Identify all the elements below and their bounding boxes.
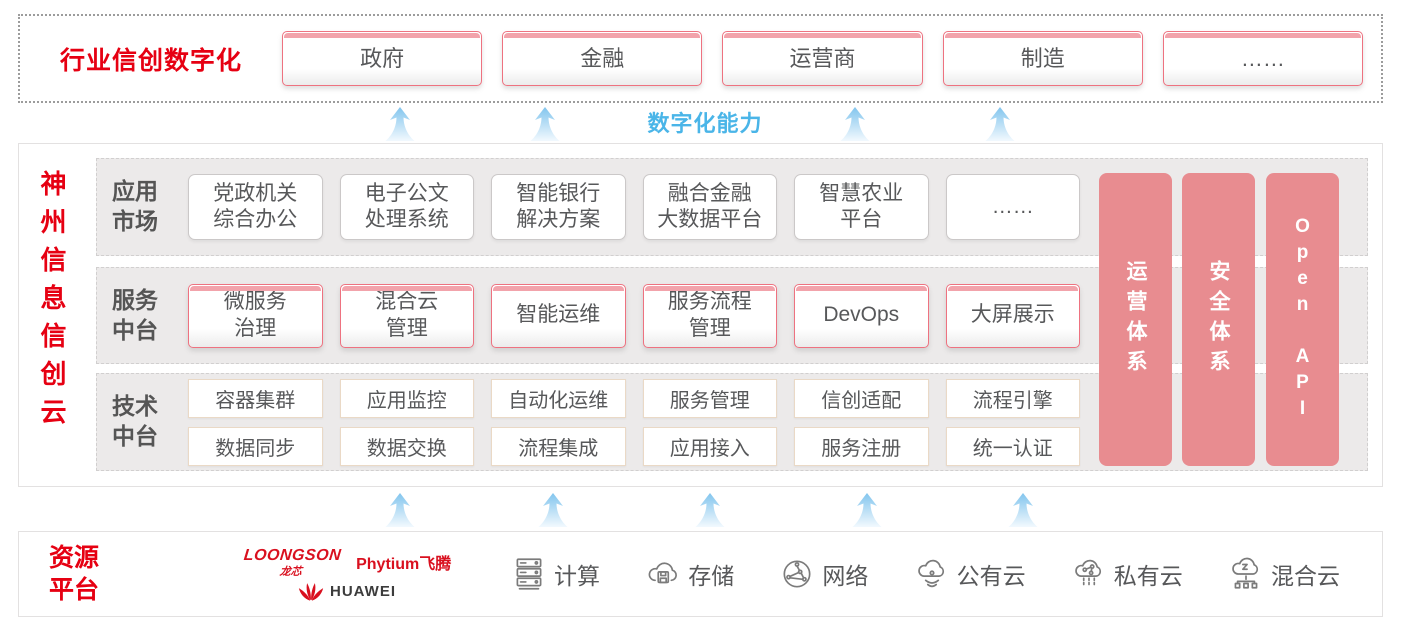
up-arrow-icon xyxy=(852,493,882,527)
resource-label: 存储 xyxy=(688,563,735,589)
loongson-logo-text: LOONGSON xyxy=(242,546,342,564)
resource-title: 资源 平台 xyxy=(49,543,100,605)
resource-items: 计算 存储 网络 xyxy=(510,555,1340,593)
tech-box: 应用接入 xyxy=(642,426,777,466)
resource-label: 混合云 xyxy=(1270,563,1340,589)
service-box: DevOps xyxy=(794,283,929,348)
pillar-open-api: Open API xyxy=(1266,173,1339,466)
tech-row-top: 容器集群 应用监控 自动化运维 服务管理 信创适配 流程引擎 xyxy=(188,378,1080,418)
up-arrow-icon xyxy=(1008,493,1038,527)
industry-list: 政府 金融 运营商 制造 …… xyxy=(282,31,1364,86)
resource-panel: 资源 平台 LOONGSON 龙芯 Phytium飞腾 xyxy=(18,531,1383,617)
service-middle-label: 服务 中台 xyxy=(112,286,158,343)
resource-item-hybrid-cloud: 混合云 xyxy=(1227,555,1340,593)
network-icon xyxy=(783,560,811,588)
up-arrow-icon xyxy=(985,107,1015,141)
resource-item-storage: 存储 xyxy=(644,555,734,593)
up-arrow-icon xyxy=(530,107,560,141)
app-market-items: 党政机关 综合办公 电子公文 处理系统 智能银行 解决方案 融合金融 大数据平台… xyxy=(188,174,1080,240)
app-box: 智能银行 解决方案 xyxy=(491,174,626,240)
app-box: 智慧农业 平台 xyxy=(794,174,929,240)
industry-section-title: 行业信创数字化 xyxy=(59,46,242,75)
up-arrow-icon xyxy=(840,107,870,141)
service-box: 微服务 治理 xyxy=(188,283,323,348)
up-arrow-icon xyxy=(538,493,568,527)
tech-middle-items: 容器集群 应用监控 自动化运维 服务管理 信创适配 流程引擎 数据同步 数据交换… xyxy=(188,378,1080,466)
service-box: 混合云 管理 xyxy=(339,283,474,348)
resource-item-compute: 计算 xyxy=(510,555,600,593)
industry-box-operator: 运营商 xyxy=(722,31,923,86)
tech-middle-label: 技术 中台 xyxy=(112,393,158,449)
tech-box: 自动化运维 xyxy=(491,378,626,418)
private-cloud-icon xyxy=(1075,559,1101,586)
capability-label: 数字化能力 xyxy=(647,111,763,136)
tech-box: 服务管理 xyxy=(642,378,777,418)
storage-icon xyxy=(648,562,678,584)
up-arrow-icon xyxy=(385,107,415,141)
resource-item-private-cloud: 私有云 xyxy=(1070,555,1183,593)
app-box: 电子公文 处理系统 xyxy=(339,174,474,240)
platform-title: 神州信息信创云 xyxy=(37,170,67,436)
tech-box: 服务注册 xyxy=(794,426,929,466)
pillar-security-system: 安全体系 xyxy=(1182,173,1255,466)
up-arrow-icon xyxy=(695,493,725,527)
industry-box-government: 政府 xyxy=(282,31,483,86)
vendor-row: LOONGSON 龙芯 Phytium飞腾 xyxy=(241,547,452,579)
industry-box-manufacturing: 制造 xyxy=(942,31,1143,86)
tech-box: 数据交换 xyxy=(339,426,474,466)
service-box: 智能运维 xyxy=(491,283,626,348)
industry-box-more: …… xyxy=(1162,31,1364,86)
service-middle-row: 服务 中台 微服务 治理 混合云 管理 智能运维 服务流程 管理 DevOps … xyxy=(96,267,1368,364)
tech-row-bottom: 数据同步 数据交换 流程集成 应用接入 服务注册 统一认证 xyxy=(188,426,1080,466)
resource-label: 计算 xyxy=(554,563,600,589)
huawei-logo-text: HUAWEI xyxy=(330,583,396,600)
resource-item-public-cloud: 公有云 xyxy=(913,555,1026,593)
resource-label: 网络 xyxy=(822,563,869,589)
hybrid-cloud-icon xyxy=(1232,557,1259,589)
app-market-label: 应用 市场 xyxy=(112,178,158,234)
vendor-logos: LOONGSON 龙芯 Phytium飞腾 HUAWEI xyxy=(212,547,482,602)
resource-label: 公有云 xyxy=(956,563,1026,589)
resource-item-network: 网络 xyxy=(778,555,868,593)
pillar-operation-system: 运营体系 xyxy=(1099,173,1172,466)
industry-section: 行业信创数字化 政府 金融 运营商 制造 …… xyxy=(18,14,1383,103)
app-box-more: …… xyxy=(945,174,1080,240)
platform-panel: 神州信息信创云 应用 市场 党政机关 综合办公 电子公文 处理系统 智能银行 解… xyxy=(18,143,1383,487)
tech-box: 数据同步 xyxy=(188,426,323,466)
compute-icon xyxy=(516,558,542,590)
app-box: 党政机关 综合办公 xyxy=(188,174,323,240)
tech-box: 流程集成 xyxy=(491,426,626,466)
phytium-logo: Phytium飞腾 xyxy=(356,555,452,573)
huawei-logo: HUAWEI xyxy=(298,582,396,602)
tech-box: 容器集群 xyxy=(188,378,323,418)
service-middle-items: 微服务 治理 混合云 管理 智能运维 服务流程 管理 DevOps 大屏展示 xyxy=(188,283,1080,348)
industry-box-finance: 金融 xyxy=(502,31,703,86)
app-box: 融合金融 大数据平台 xyxy=(642,174,777,240)
service-box: 大屏展示 xyxy=(945,283,1080,348)
tech-box: 应用监控 xyxy=(339,378,474,418)
resource-label: 私有云 xyxy=(1113,563,1183,589)
service-box: 服务流程 管理 xyxy=(642,283,777,348)
tech-middle-row: 技术 中台 容器集群 应用监控 自动化运维 服务管理 信创适配 流程引擎 数据同… xyxy=(96,373,1368,471)
tech-box: 统一认证 xyxy=(945,426,1080,466)
public-cloud-icon xyxy=(917,559,944,588)
tech-box: 流程引擎 xyxy=(945,378,1080,418)
app-market-row: 应用 市场 党政机关 综合办公 电子公文 处理系统 智能银行 解决方案 融合金融… xyxy=(96,158,1368,256)
up-arrow-icon xyxy=(385,493,415,527)
huawei-flower-icon xyxy=(298,582,324,601)
tech-box: 信创适配 xyxy=(794,378,929,418)
loongson-logo: LOONGSON 龙芯 xyxy=(241,547,342,579)
